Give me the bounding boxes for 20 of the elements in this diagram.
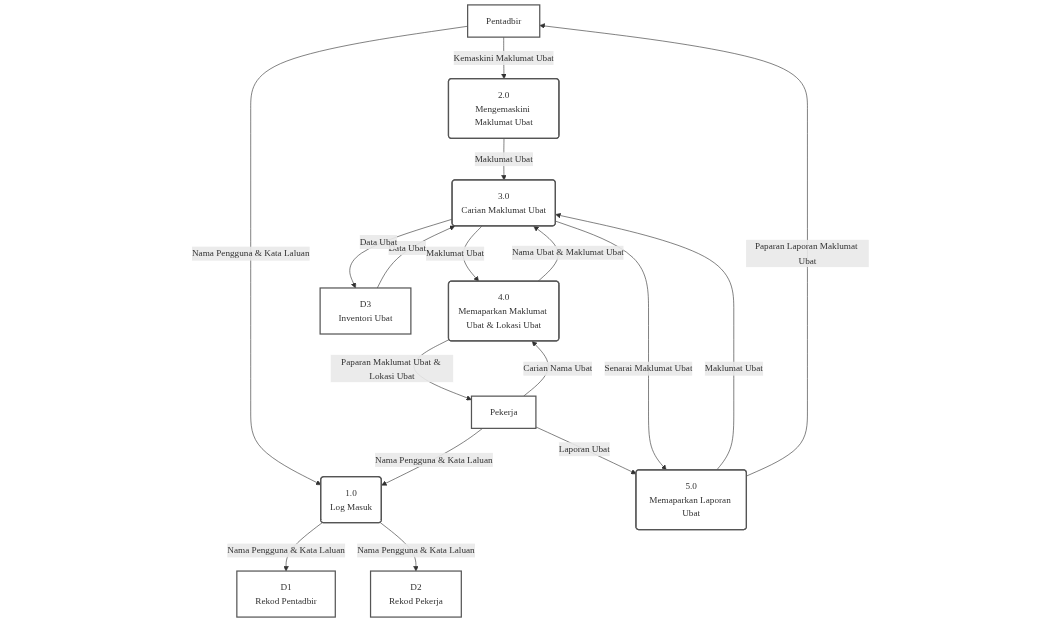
edge-label: Nama Pengguna & Kata Laluan [192,248,310,259]
edge-label: Data Ubat [359,236,398,247]
edge-label: Nama Ubat & Maklumat Ubat [512,247,624,258]
edge-label: Senarai Maklumat Ubat [604,363,693,374]
edge-label: Paparan Maklumat Ubat & Lokasi Ubat [341,356,441,381]
edge-label: Nama Pengguna & Kata Laluan [357,545,475,556]
node-box: D3 Inventori Ubat [319,287,412,335]
edge-label: Laporan Ubat [559,444,610,454]
edge-label: Maklumat Ubat [704,363,763,374]
edge-label: Maklumat Ubat [474,154,533,164]
edge-label: Maklumat Ubat [426,248,485,259]
node-box: Pekerja [471,395,537,429]
node-box: D1 Rekod Pentadbir [236,570,337,618]
node-box: Pentadbir [467,4,541,38]
edge-label: Carian Nama Ubat [523,363,593,374]
edge-label: Nama Pengguna & Kata Laluan [227,545,345,556]
edge-label: Paparan Laporan Maklumat Ubat [755,241,858,266]
node-box: D2 Rekod Pekerja [370,570,463,618]
edge-label: Nama Pengguna & Kata Laluan [375,454,493,465]
edge-label: Kemaskini Maklumat Ubat [453,52,554,63]
